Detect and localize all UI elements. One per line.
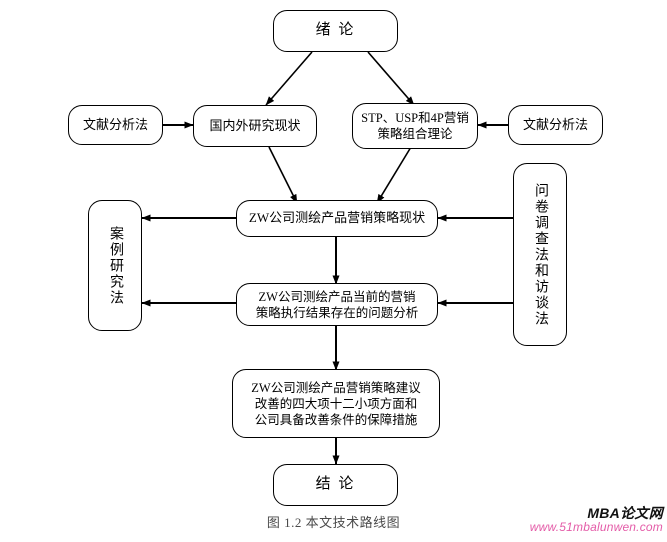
node-suggestions-label: ZW公司测绘产品营销策略建议 改善的四大项十二小项方面和 公司具备改善条件的保障…	[251, 380, 421, 427]
node-lit-left[interactable]: 文献分析法	[68, 105, 163, 145]
node-survey-method-label: 问卷调查法和访谈法	[533, 182, 548, 327]
node-case-method[interactable]: 案例研究法	[88, 200, 142, 331]
node-theory[interactable]: STP、USP和4P营销 策略组合理论	[352, 103, 478, 149]
node-theory-label: STP、USP和4P营销 策略组合理论	[361, 111, 469, 141]
node-problem-analysis-label: ZW公司测绘产品当前的营销 策略执行结果存在的问题分析	[255, 289, 419, 320]
edge-research-status-to-current-strategy	[268, 146, 298, 204]
figure-caption: 图 1.2 本文技术路线图	[266, 515, 401, 530]
node-case-method-label: 案例研究法	[108, 225, 123, 306]
node-suggestions[interactable]: ZW公司测绘产品营销策略建议 改善的四大项十二小项方面和 公司具备改善条件的保障…	[232, 369, 440, 438]
node-conclusion-label: 结 论	[315, 476, 356, 493]
watermark-url: www.51mbalunwen.com	[529, 520, 663, 535]
node-intro[interactable]: 绪 论	[273, 10, 398, 52]
node-problem-analysis[interactable]: ZW公司测绘产品当前的营销 策略执行结果存在的问题分析	[236, 283, 438, 326]
edge-theory-to-current-strategy	[376, 146, 412, 204]
node-lit-right-label: 文献分析法	[522, 116, 588, 132]
node-current-strategy-label: ZW公司测绘产品营销策略现状	[248, 210, 426, 226]
watermark: MBA论文网 www.51mbalunwen.com	[513, 505, 663, 535]
edge-intro-to-theory	[367, 51, 415, 106]
watermark-title: MBA论文网	[587, 505, 663, 521]
node-current-strategy[interactable]: ZW公司测绘产品营销策略现状	[236, 200, 438, 237]
edge-intro-to-research-status	[265, 51, 313, 106]
node-survey-method[interactable]: 问卷调查法和访谈法	[513, 163, 567, 346]
node-intro-label: 绪 论	[315, 22, 356, 39]
node-research-status-label: 国内外研究现状	[209, 117, 301, 133]
node-research-status[interactable]: 国内外研究现状	[193, 105, 317, 147]
node-conclusion[interactable]: 结 论	[273, 464, 398, 506]
node-lit-left-label: 文献分析法	[82, 116, 148, 132]
node-lit-right[interactable]: 文献分析法	[508, 105, 603, 145]
